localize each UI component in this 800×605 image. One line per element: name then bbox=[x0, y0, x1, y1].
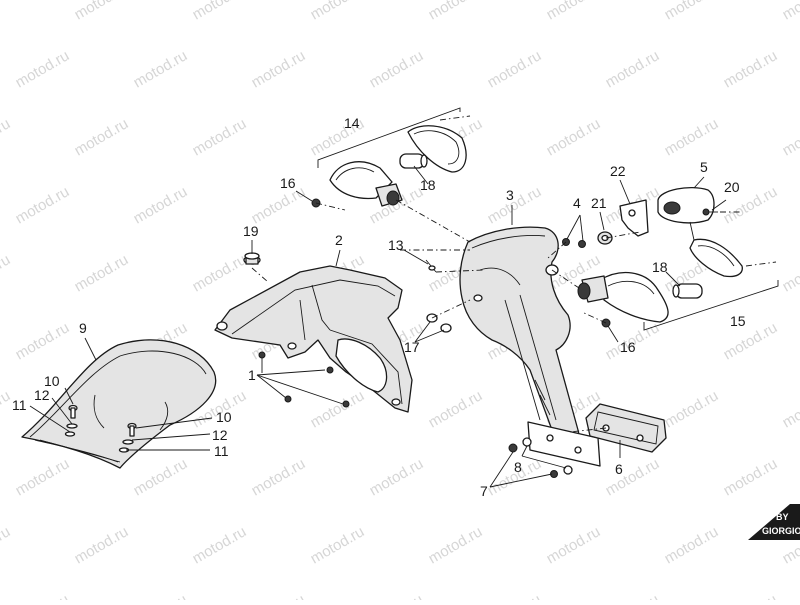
watermark-text: motod.ru bbox=[367, 47, 427, 91]
watermark-text: motod.ru bbox=[13, 183, 73, 227]
watermark-text: motod.ru bbox=[131, 47, 191, 91]
callout-3: 3 bbox=[506, 187, 514, 203]
watermark-text: motod.ru bbox=[190, 115, 250, 159]
watermark-text: motod.ru bbox=[249, 455, 309, 499]
watermark-text: motod.ru bbox=[544, 115, 604, 159]
watermark-text: motod.ru bbox=[662, 0, 722, 23]
plate-holder-bracket-part bbox=[215, 266, 412, 412]
logo-line-1: BY bbox=[776, 512, 789, 522]
callout-9: 9 bbox=[79, 320, 87, 336]
watermark-text: motod.ru bbox=[721, 47, 781, 91]
watermark-text: motod.ru bbox=[780, 387, 800, 431]
watermark-text: motod.ru bbox=[0, 523, 13, 567]
grommet-part bbox=[244, 253, 260, 264]
watermark-text: motod.ru bbox=[249, 183, 309, 227]
watermark-text: motod.ru bbox=[308, 523, 368, 567]
watermark-text: motod.ru bbox=[131, 591, 191, 600]
callout-18a: 18 bbox=[420, 177, 436, 193]
watermark-text: motod.ru bbox=[308, 387, 368, 431]
watermark-text: motod.ru bbox=[72, 251, 132, 295]
watermark-text: motod.ru bbox=[13, 47, 73, 91]
watermark-text: motod.ru bbox=[780, 0, 800, 23]
watermark-text: motod.ru bbox=[780, 251, 800, 295]
watermark-text: motod.ru bbox=[721, 455, 781, 499]
watermark-text: motod.ru bbox=[131, 455, 191, 499]
watermark-text: motod.ru bbox=[603, 591, 663, 600]
callout-8: 8 bbox=[514, 459, 522, 475]
watermark-text: motod.ru bbox=[190, 0, 250, 23]
callout-4: 4 bbox=[573, 195, 581, 211]
rear-fender-part bbox=[22, 340, 216, 468]
watermark-text: motod.ru bbox=[367, 591, 427, 600]
watermark-text: motod.ru bbox=[0, 0, 13, 23]
callout-11a: 11 bbox=[12, 397, 27, 413]
watermark-text: motod.ru bbox=[72, 523, 132, 567]
watermark-text: motod.ru bbox=[13, 455, 73, 499]
light-bracket-part bbox=[620, 200, 648, 236]
watermark-text: motod.ru bbox=[544, 0, 604, 23]
light-grommet-part bbox=[598, 232, 612, 244]
watermark-text: motod.ru bbox=[662, 115, 722, 159]
callout-13: 13 bbox=[388, 237, 404, 253]
watermark-text: motod.ru bbox=[485, 47, 545, 91]
watermark-text: motod.ru bbox=[662, 387, 722, 431]
watermark-text: motod.ru bbox=[0, 115, 13, 159]
watermark-text: motod.ru bbox=[426, 523, 486, 567]
watermark-text: motod.ru bbox=[603, 47, 663, 91]
bushings-part bbox=[427, 314, 451, 332]
watermark-text: motod.ru bbox=[603, 455, 663, 499]
watermark-text: motod.ru bbox=[190, 523, 250, 567]
callout-22: 22 bbox=[610, 163, 626, 179]
bulb-left bbox=[400, 154, 427, 168]
callout-18b: 18 bbox=[652, 259, 668, 275]
turn-signal-left bbox=[330, 162, 402, 206]
callout-7: 7 bbox=[480, 483, 488, 499]
callout-16a: 16 bbox=[280, 175, 296, 191]
watermark-text: motod.ru bbox=[426, 0, 486, 23]
callout-1: 1 bbox=[248, 367, 256, 383]
turn-signal-right bbox=[578, 273, 668, 322]
watermark-text: motod.ru bbox=[721, 591, 781, 600]
watermark-text: motod.ru bbox=[485, 591, 545, 600]
watermark-text: motod.ru bbox=[308, 0, 368, 23]
pin-part bbox=[426, 260, 436, 272]
callout-5: 5 bbox=[700, 159, 708, 175]
watermark-text: motod.ru bbox=[249, 591, 309, 600]
watermark-text: motod.ru bbox=[662, 523, 722, 567]
callout-11b: 11 bbox=[214, 443, 229, 459]
logo-line-2: GIORGIO bbox=[762, 526, 800, 536]
callout-16b: 16 bbox=[620, 339, 636, 355]
callout-6: 6 bbox=[615, 461, 623, 477]
bulb-right bbox=[673, 284, 702, 298]
watermark-text: motod.ru bbox=[72, 0, 132, 23]
watermark-text: motod.ru bbox=[190, 251, 250, 295]
callout-20: 20 bbox=[724, 179, 740, 195]
callout-12b: 12 bbox=[212, 427, 228, 443]
watermark-text: motod.ru bbox=[72, 115, 132, 159]
callout-21: 21 bbox=[591, 195, 607, 211]
watermark-text: motod.ru bbox=[0, 251, 13, 295]
main-support-part bbox=[460, 227, 579, 449]
callout-19: 19 bbox=[243, 223, 259, 239]
watermark-text: motod.ru bbox=[544, 523, 604, 567]
watermark-text: motod.ru bbox=[426, 387, 486, 431]
brand-logo: BY GIORGIO bbox=[748, 504, 800, 540]
watermark-text: motod.ru bbox=[780, 115, 800, 159]
signal-mount-screws bbox=[563, 239, 586, 248]
watermark-text: motod.ru bbox=[13, 319, 73, 363]
watermark-text: motod.ru bbox=[131, 183, 191, 227]
callout-14: 14 bbox=[344, 115, 360, 131]
callout-12a: 12 bbox=[34, 387, 50, 403]
callout-2: 2 bbox=[335, 232, 343, 248]
callout-17: 17 bbox=[404, 339, 420, 355]
watermark-text: motod.ru bbox=[13, 591, 73, 600]
watermark-text: motod.ru bbox=[367, 455, 427, 499]
watermark-text: motod.ru bbox=[249, 47, 309, 91]
callout-10b: 10 bbox=[216, 409, 232, 425]
callout-15: 15 bbox=[730, 313, 746, 329]
watermark-text: motod.ru bbox=[485, 183, 545, 227]
